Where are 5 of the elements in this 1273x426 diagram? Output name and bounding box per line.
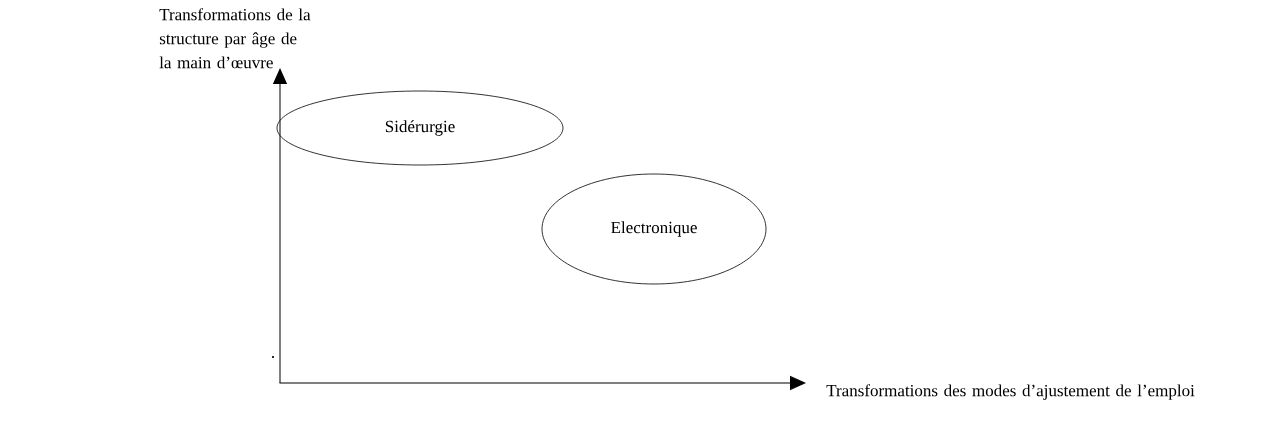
ellipse-node: Electronique xyxy=(541,173,767,285)
dot: . xyxy=(272,356,274,358)
ellipse-node: Sidérurgie xyxy=(276,90,564,166)
axis-title: Transformations des modes d’ajustement de l’emploi xyxy=(826,384,1195,400)
axis-title: Transformations de la structure par âge de la main d’œuvre xyxy=(159,8,311,69)
